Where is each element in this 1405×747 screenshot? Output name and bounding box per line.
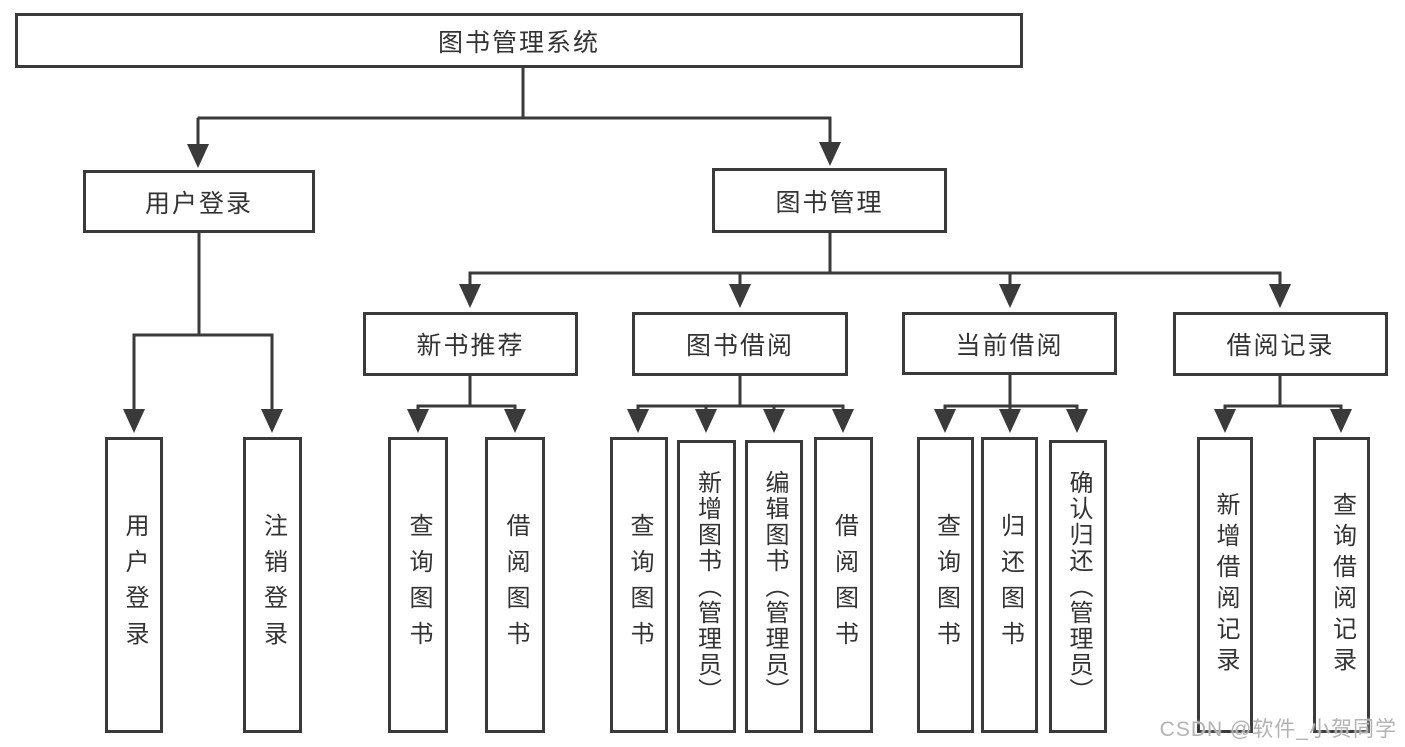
leaf-borrow-query-book: 查询图书 [610, 437, 668, 733]
node-book-management: 图书管理 [712, 168, 947, 233]
leaf-records-query-record: 查询借阅记录 [1313, 437, 1370, 733]
node-root: 图书管理系统 [15, 13, 1023, 68]
leaf-current-confirm-return-admin: 确认归还（管理员） [1049, 440, 1107, 733]
leaf-user-login: 用户登录 [105, 437, 163, 733]
leaf-current-return-book: 归还图书 [981, 437, 1038, 733]
node-book-borrow: 图书借阅 [632, 312, 848, 376]
csdn-watermark: CSDN @软件_小贺同学 [1159, 718, 1397, 741]
leaf-recommend-borrow-book: 借阅图书 [485, 437, 545, 733]
node-new-book-recommend: 新书推荐 [363, 312, 578, 376]
node-borrow-records: 借阅记录 [1173, 312, 1388, 376]
node-current-borrow: 当前借阅 [902, 312, 1117, 375]
leaf-borrow-borrow-book: 借阅图书 [814, 437, 873, 733]
leaf-recommend-query-book: 查询图书 [388, 437, 448, 733]
leaf-borrow-add-book-admin: 新增图书（管理员） [677, 440, 736, 733]
node-user-login: 用户登录 [83, 170, 315, 233]
leaf-current-query-book: 查询图书 [917, 437, 974, 733]
leaf-borrow-edit-book-admin: 编辑图书（管理员） [745, 440, 803, 733]
leaf-records-add-record: 新增借阅记录 [1197, 437, 1253, 733]
leaf-logout-login: 注销登录 [243, 437, 302, 733]
